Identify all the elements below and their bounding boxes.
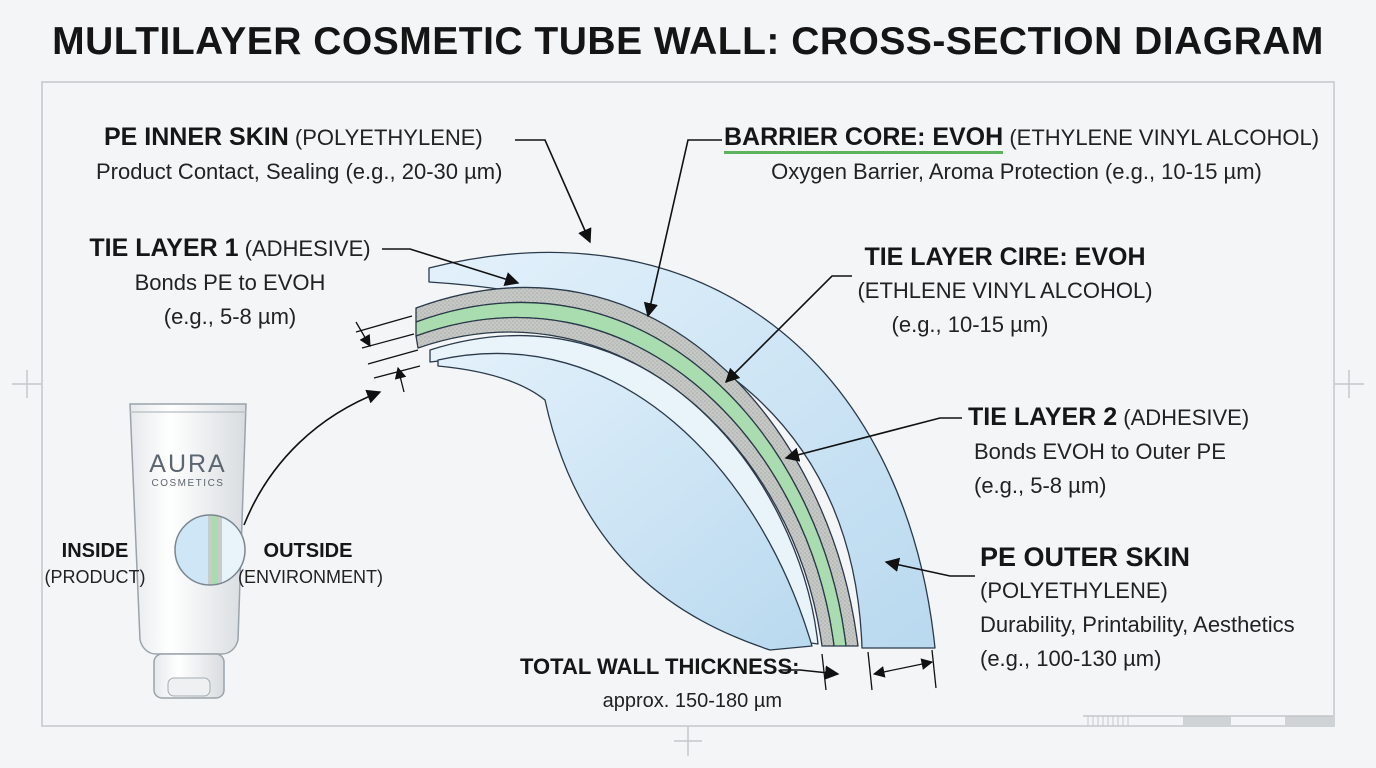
inner-bulk	[437, 352, 813, 651]
leader-tie-cire	[724, 275, 852, 384]
label-inside-sub: (PRODUCT)	[44, 567, 146, 587]
label-tie-cire-name: TIE LAYER CIRE: EVOH	[864, 243, 1146, 271]
label-outside-sub: (ENVIRONMENT)	[238, 567, 383, 587]
label-barrier-qualifier: (ETHYLENE VINYL ALCOHOL)	[1009, 125, 1320, 150]
leader-pe-outer	[884, 557, 975, 577]
label-tie2-desc: Bonds EVOH to Outer PE	[974, 439, 1226, 464]
label-pe-outer-skin: PE OUTER SKIN (POLYETHYLENE) Durability,…	[980, 540, 1295, 676]
label-tie-layer-2: TIE LAYER 2 (ADHESIVE) Bonds EVOH to Out…	[968, 400, 1249, 503]
label-pe-inner-desc: Product Contact, Sealing (e.g., 20-30 µm…	[96, 159, 503, 184]
label-outside-name: OUTSIDE	[263, 540, 353, 562]
page-title: MULTILAYER COSMETIC TUBE WALL: CROSS-SEC…	[52, 20, 1324, 63]
label-tie1-desc: Bonds PE to EVOH	[134, 270, 326, 295]
label-barrier-desc: Oxygen Barrier, Aroma Protection (e.g., …	[771, 159, 1262, 184]
cross-section	[415, 251, 936, 651]
tube-brand: AURA	[149, 450, 226, 478]
label-tie1-name: TIE LAYER 1	[89, 234, 239, 262]
label-tie2-qualifier: (ADHESIVE)	[1123, 405, 1250, 430]
tube-brand-sub: COSMETICS	[152, 478, 225, 489]
label-pe-inner-qualifier: (POLYETHYLENE)	[294, 125, 483, 150]
label-pe-outer-name: PE OUTER SKIN	[980, 542, 1191, 572]
label-tie2-spec: (e.g., 5-8 µm)	[974, 473, 1107, 498]
label-total-name: TOTAL WALL THICKNESS:	[520, 654, 800, 679]
label-tie2-name: TIE LAYER 2	[968, 403, 1118, 431]
callout-arrow	[243, 389, 382, 526]
label-pe-outer-desc: Durability, Printability, Aesthetics	[980, 612, 1295, 637]
leader-lines	[243, 139, 975, 680]
label-pe-inner-name: PE INNER SKIN	[104, 123, 289, 151]
thickness-dimension-left	[355, 315, 421, 393]
tube-illustration	[129, 403, 247, 699]
leader-tie-1	[382, 248, 520, 286]
layer-tie-1	[415, 317, 835, 647]
label-total-desc: approx. 150-180 µm	[602, 690, 782, 712]
drawing-frame	[12, 81, 1364, 756]
label-pe-outer-spec: (e.g., 100-130 µm)	[980, 646, 1162, 671]
label-tie1-qualifier: (ADHESIVE)	[244, 236, 371, 261]
leader-barrier	[643, 139, 722, 318]
label-barrier-core: BARRIER CORE: EVOH (ETHYLENE VINYL ALCOH…	[724, 120, 1319, 189]
leader-total	[780, 665, 840, 680]
label-outside: OUTSIDE (ENVIRONMENT)	[238, 538, 383, 590]
label-tie-layer-1: TIE LAYER 1 (ADHESIVE) Bonds PE to EVOH …	[80, 231, 380, 334]
zoom-circle	[174, 514, 246, 586]
label-pe-outer-qualifier: (POLYETHYLENE)	[980, 578, 1168, 603]
label-pe-inner-skin: PE INNER SKIN (POLYETHYLENE) Product Con…	[96, 120, 502, 189]
thickness-dimension-right	[821, 649, 937, 691]
label-total-thickness: TOTAL WALL THICKNESS: approx. 150-180 µm	[520, 650, 800, 718]
leader-pe-inner	[515, 139, 592, 244]
label-tie-cire-qualifier: (ETHLENE VINYL ALCOHOL)	[857, 278, 1153, 303]
leader-tie-2	[784, 417, 962, 462]
label-tie-cire-spec: (e.g., 10-15 µm)	[891, 312, 1049, 337]
label-inside-name: INSIDE	[61, 540, 129, 562]
label-barrier-name: BARRIER CORE: EVOH	[724, 123, 1004, 154]
label-inside: INSIDE (PRODUCT)	[40, 538, 150, 590]
label-tie1-spec: (e.g., 5-8 µm)	[163, 304, 297, 329]
label-tie-layer-cire: TIE LAYER CIRE: EVOH (ETHLENE VINYL ALCO…	[850, 240, 1160, 342]
